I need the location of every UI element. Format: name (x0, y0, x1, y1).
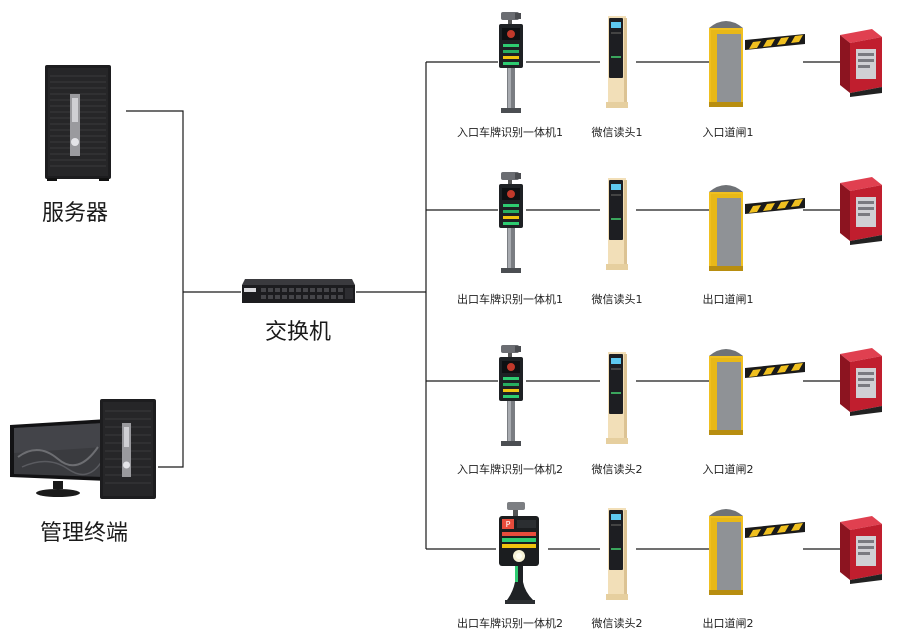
lpr-camera-icon (499, 12, 523, 113)
wechat-reader-icon (606, 352, 628, 444)
lpr-camera-icon (499, 172, 523, 273)
management-terminal-label: 管理终端 (39, 521, 129, 546)
lpr-camera-label: 出口车牌识别一体机2 (457, 617, 563, 630)
server-label: 服务器 (41, 201, 109, 226)
management-terminal-icon (10, 399, 156, 499)
vehicle-detector-icon (840, 177, 882, 245)
lpr-camera-label: 入口车牌识别一体机1 (457, 126, 563, 139)
barrier-gate-icon (709, 509, 805, 595)
barrier-gate-icon (709, 185, 805, 271)
network-switch-icon (242, 279, 355, 303)
barrier-gate-label: 入口道闸1 (702, 126, 754, 139)
lpr-camera-label: 出口车牌识别一体机1 (457, 293, 563, 306)
lpr-camera-icon (499, 345, 523, 446)
wechat-reader-label: 微信读头2 (591, 617, 643, 630)
wechat-reader-label: 微信读头1 (591, 293, 643, 306)
barrier-gate-label: 出口道闸1 (702, 293, 754, 306)
barrier-gate-label: 出口道闸2 (702, 617, 754, 630)
barrier-gate-icon (709, 349, 805, 435)
switch-label: 交换机 (264, 320, 332, 345)
wechat-reader-label: 微信读头1 (591, 126, 643, 139)
barrier-gate-icon (709, 21, 805, 107)
lpr-camera-led-icon: P (499, 502, 539, 604)
wechat-reader-icon (606, 178, 628, 270)
wechat-reader-icon (606, 508, 628, 600)
svg-text:P: P (506, 520, 511, 529)
wechat-reader-label: 微信读头2 (591, 463, 643, 476)
vehicle-detector-icon (840, 29, 882, 97)
lpr-camera-label: 入口车牌识别一体机2 (457, 463, 563, 476)
wechat-reader-icon (606, 16, 628, 108)
barrier-gate-label: 入口道闸2 (702, 463, 754, 476)
vehicle-detector-icon (840, 516, 882, 584)
vehicle-detector-icon (840, 348, 882, 416)
server-tower-icon (45, 65, 111, 181)
